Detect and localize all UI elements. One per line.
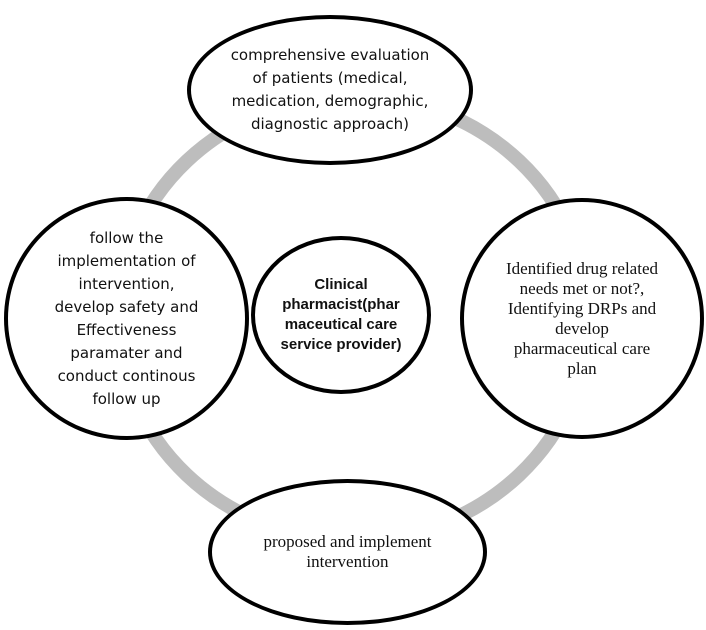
step-follow-up: follow the implementation of interventio… — [4, 197, 249, 440]
text-line: maceutical care — [284, 316, 398, 333]
center-clinical-pharmacist: Clinical pharmacist(phar maceutical care… — [251, 236, 431, 394]
text-line: follow the — [89, 228, 164, 247]
text-line: develop safety and — [54, 297, 199, 316]
text-line: diagnostic approach) — [250, 115, 409, 133]
text-line: implementation of — [57, 251, 196, 270]
text-line: Identified drug related — [506, 258, 658, 278]
text-line: pharmacist(phar — [282, 296, 400, 313]
text-line: develop — [555, 318, 609, 338]
text-line: Effectiveness — [76, 320, 177, 339]
step-identify-drps-text: Identified drug related needs met or not… — [506, 259, 658, 379]
text-line: proposed and implement — [263, 532, 432, 551]
text-line: service provider) — [280, 336, 402, 353]
text-line: paramater and — [70, 343, 183, 362]
step-comprehensive-evaluation-text: comprehensive evaluation of patients (me… — [231, 44, 430, 136]
text-line: follow up — [92, 389, 161, 408]
text-line: intervention, — [78, 274, 175, 293]
step-implement-intervention: proposed and implement intervention — [208, 479, 487, 625]
text-line: needs met or not?, — [519, 278, 645, 298]
center-clinical-pharmacist-text: Clinical pharmacist(phar maceutical care… — [281, 275, 402, 355]
text-line: plan — [567, 358, 597, 378]
step-follow-up-text: follow the implementation of interventio… — [55, 227, 199, 411]
text-line: medication, demographic, — [231, 92, 429, 110]
text-line: conduct continous — [57, 366, 196, 385]
text-line: Clinical — [314, 276, 368, 293]
text-line: pharmaceutical care — [513, 338, 651, 358]
step-identify-drps: Identified drug related needs met or not… — [460, 198, 704, 439]
text-line: intervention — [306, 552, 389, 571]
step-implement-intervention-text: proposed and implement intervention — [263, 532, 431, 572]
text-line: Identifying DRPs and — [507, 298, 657, 318]
step-comprehensive-evaluation: comprehensive evaluation of patients (me… — [187, 15, 473, 165]
text-line: of patients (medical, — [252, 69, 408, 87]
text-line: comprehensive evaluation — [230, 46, 430, 64]
